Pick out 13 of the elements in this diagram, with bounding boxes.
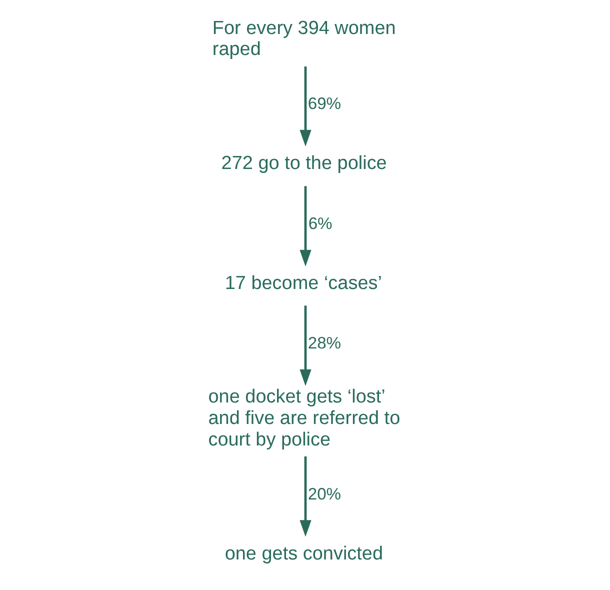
edge-label: 28% bbox=[307, 334, 341, 353]
edge-label: 20% bbox=[307, 484, 341, 504]
node-text: 272 go to the police bbox=[220, 153, 386, 174]
node-text: For every 394 women raped bbox=[212, 18, 396, 60]
arrow bbox=[299, 306, 311, 386]
edge-label: 69% bbox=[307, 94, 341, 114]
node-text: 17 become ‘cases’ bbox=[224, 272, 382, 294]
node-text: one gets convicted bbox=[224, 543, 383, 564]
arrow bbox=[299, 66, 311, 146]
arrow bbox=[299, 186, 311, 266]
arrow bbox=[299, 456, 311, 537]
edge-label: 6% bbox=[308, 214, 332, 233]
node-text: one docket gets ‘lost’ and five are referred to court by police bbox=[208, 386, 400, 450]
